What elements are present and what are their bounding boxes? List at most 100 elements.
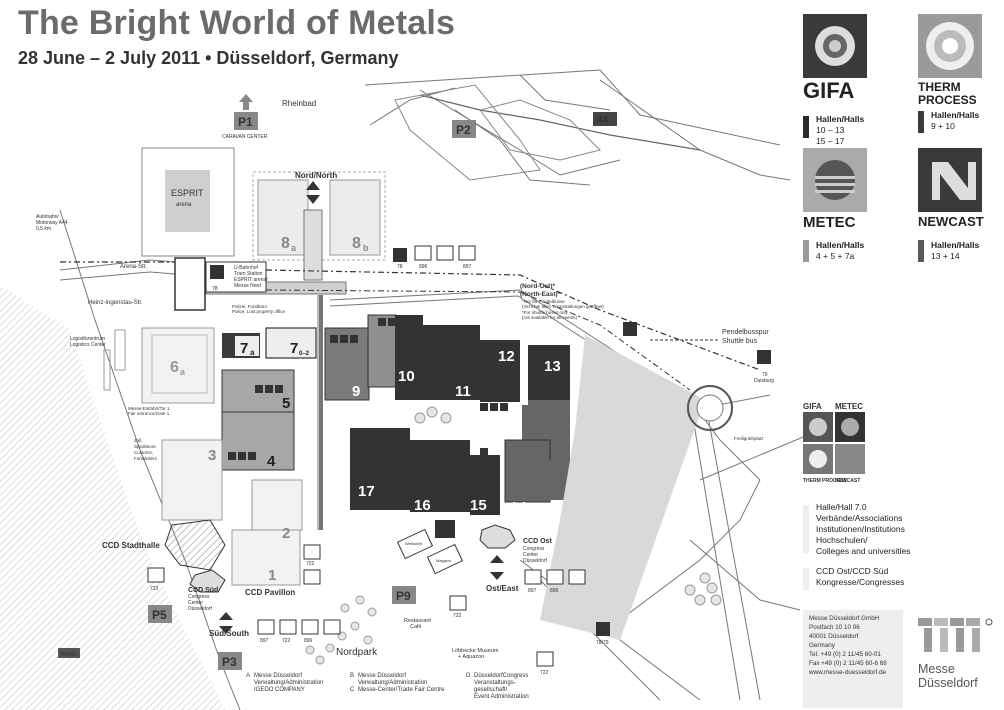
hall-7-0[interactable] <box>265 327 317 359</box>
hall-3[interactable] <box>161 439 223 521</box>
parking-p4[interactable] <box>435 520 455 538</box>
newcast-halls-1: 13 + 14 <box>931 251 960 261</box>
tram-897-ost: 897 <box>528 588 537 594</box>
contact-line-4: Germany <box>809 642 835 649</box>
hall70-swatch <box>803 505 809 553</box>
caravan-label: CARAVAN CENTER <box>222 134 268 140</box>
ccd-sued-label-1: CCD Süd <box>188 587 218 594</box>
hall-8b-number: 8 <box>352 235 361 252</box>
hall70-line-4: Colleges and universities <box>816 546 911 556</box>
tram-722-s2: 722 <box>282 638 291 644</box>
tram-896-ost: 896 <box>550 588 559 594</box>
tram-station-box <box>174 257 206 311</box>
hall-2-number: 2 <box>282 525 290 542</box>
hall-14[interactable] <box>504 439 551 503</box>
parking-p1-label: P1 <box>238 115 253 129</box>
zoll-label-3: Customs, <box>134 450 153 455</box>
metec-halls-label: Hallen/Halls <box>816 240 865 250</box>
parking-p2[interactable] <box>452 120 476 138</box>
u7879-label: 78/79 <box>596 640 609 646</box>
contact-box: Messe Düsseldorf GmbH Postfach 10 10 06 … <box>803 610 903 708</box>
footnote-d-1: DüsseldorfCongress <box>474 673 528 679</box>
hall-12[interactable] <box>480 340 520 402</box>
hall-1[interactable] <box>231 529 301 586</box>
u-bahn-icon-78 <box>393 248 407 262</box>
hall-4[interactable] <box>221 411 295 471</box>
loebbecke-label-1: Löbbecke Museum <box>452 648 499 654</box>
hall-17-number: 17 <box>358 483 375 500</box>
nordost-label-1: (Nord-Ost)* <box>520 283 555 290</box>
shuttle-route <box>60 261 761 371</box>
gifa-logo <box>803 14 867 78</box>
parking-p1[interactable] <box>234 112 258 130</box>
contact-line-2: Postfach 10 10 06 <box>809 624 860 631</box>
hall-15-number: 15 <box>470 497 487 514</box>
ubahn-78-label: 78 <box>212 286 218 292</box>
hall-8b[interactable] <box>329 179 381 256</box>
ccd-ost-label-3: Center <box>523 552 538 558</box>
hall-17[interactable] <box>350 428 410 510</box>
zoll-label-4: Forwarders <box>134 456 158 461</box>
hall-2[interactable] <box>251 479 303 531</box>
ubahn-label-2: Tram Station <box>234 271 263 277</box>
footnote-d-4: Event Administration <box>474 694 529 700</box>
therm-halls-label: Hallen/Halls <box>931 110 980 120</box>
ccd-stadthalle[interactable] <box>164 519 226 571</box>
parking-p3[interactable] <box>218 652 242 670</box>
contact-line-6: Fax +49 (0) 2 11/45 60-6 68 <box>809 660 887 667</box>
parking-p4-label: P <box>438 524 446 538</box>
parking-p5[interactable] <box>148 605 172 623</box>
hall-11[interactable] <box>440 338 480 400</box>
therm-swatch <box>918 111 924 133</box>
hall-9-number: 9 <box>352 383 360 400</box>
newcast-swatch <box>918 240 924 262</box>
hall-7-0-number: 7 <box>290 340 298 357</box>
restaurant-label-2: Café <box>410 624 422 630</box>
gifa-swatch <box>803 116 809 138</box>
ccd-ost[interactable] <box>479 524 516 549</box>
contact-line-7[interactable]: www.messe-duesseldorf.de <box>809 669 886 676</box>
outdoor-area <box>540 335 705 640</box>
contact-line-1: Messe Düsseldorf GmbH <box>809 615 880 622</box>
metec-halls-1: 4 + 5 + 7a <box>816 251 855 261</box>
hall-6a-suffix: a <box>180 367 186 377</box>
esprit-arena <box>165 170 210 232</box>
zoll-label-1: Zoll, <box>134 438 143 443</box>
ccd-sued[interactable] <box>189 569 226 593</box>
hall-13[interactable] <box>528 345 570 405</box>
u-bahn-icon-duisburg <box>757 350 771 364</box>
footnote-a-3: IGEDO COMPANY <box>254 687 305 693</box>
footnote-d-3: gesellschaft/ <box>474 687 508 693</box>
hall-8a-number: 8 <box>281 235 290 252</box>
zoll-label-2: Spediteure <box>134 444 156 449</box>
ccd-legend-line: Kongresse/Congresses <box>816 577 905 587</box>
therm-name: THERM <box>918 80 961 94</box>
metec-name: METEC <box>803 214 856 231</box>
u-bahn-icon-7879 <box>596 622 610 636</box>
combo-metec: METEC <box>835 402 863 411</box>
hall-6a[interactable] <box>141 327 215 404</box>
hall-10[interactable] <box>395 315 423 400</box>
nord-entrance-arrow <box>306 181 320 204</box>
footnote-a-letter: A <box>246 673 250 679</box>
parking-p5-label: P5 <box>152 608 167 622</box>
rhein-label-bg <box>58 648 80 658</box>
transport-badges <box>147 245 586 667</box>
footnote-c-1: Messe-Center/Trade Fair Centre <box>358 687 445 693</box>
hall-5-number: 5 <box>282 395 290 412</box>
parking-p9[interactable] <box>392 586 416 604</box>
footnote-a-2: Verwaltung/Administration <box>254 680 323 686</box>
tram-722-p9: 722 <box>453 613 462 619</box>
footnote-c-letter: C <box>350 687 355 693</box>
brand-line-2: Düsseldorf <box>918 676 978 690</box>
gifa-halls: Hallen/Halls 10 – 13 15 – 17 <box>816 114 864 147</box>
pendel-label-1: Pendelbusspur <box>722 329 769 336</box>
hall-14-number: 14 <box>510 499 527 516</box>
metec-logo <box>803 148 867 212</box>
ccd-stadthalle-label: CCD Stadthalle <box>102 541 160 550</box>
sued-entrance-arrow <box>219 612 233 634</box>
gifa-halls-1: 10 – 13 <box>816 125 845 135</box>
hall-10-number: 10 <box>398 368 415 385</box>
hall-7a-suffix: a <box>250 348 255 357</box>
